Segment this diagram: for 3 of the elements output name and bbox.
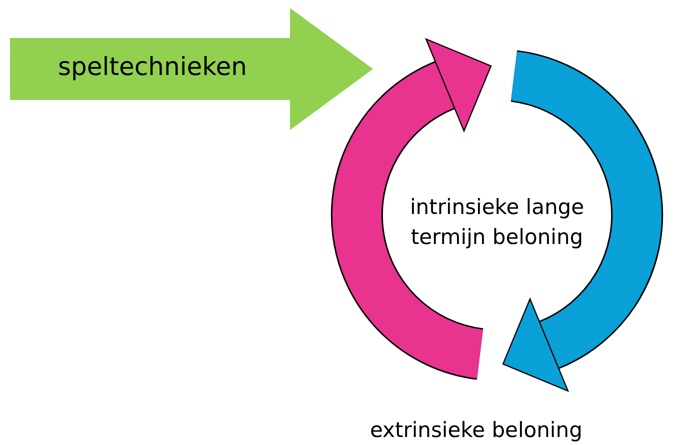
center-text: intrinsieke lange termijn beloning <box>397 172 597 272</box>
arrow-label: speltechnieken <box>58 52 247 81</box>
caption-text: extrinsieke beloning <box>370 418 582 442</box>
